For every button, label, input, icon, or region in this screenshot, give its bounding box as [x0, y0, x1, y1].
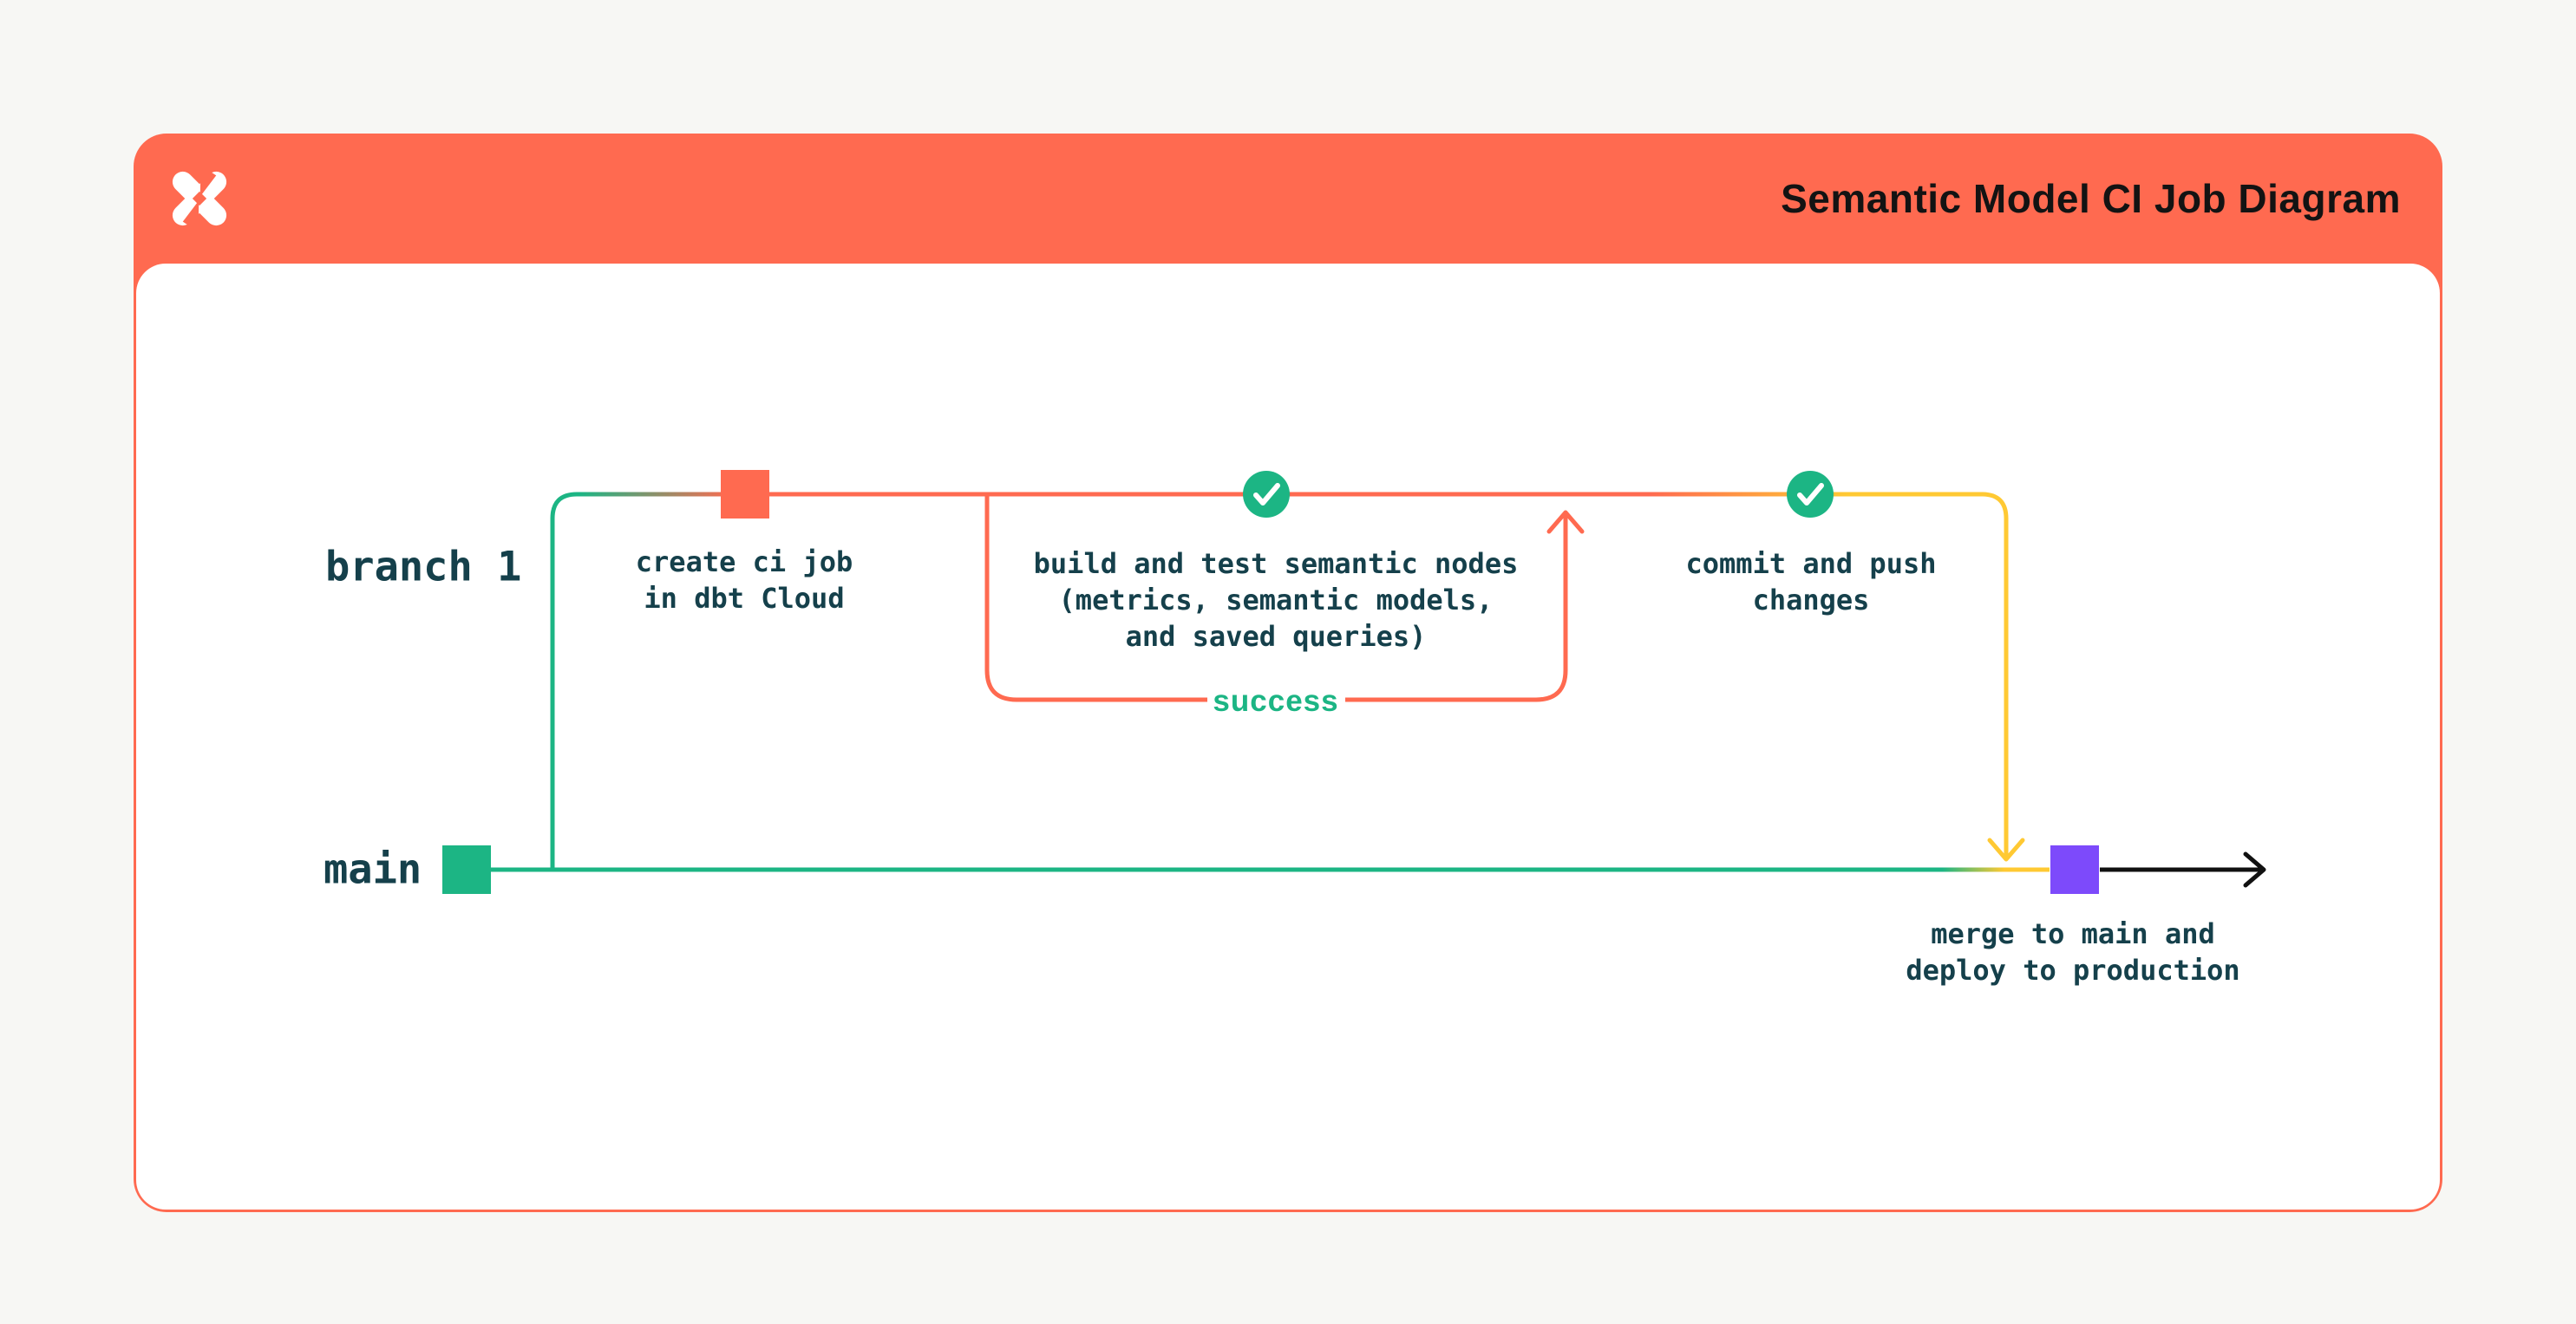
card-header: Semantic Model CI Job Diagram: [134, 134, 2442, 264]
diagram-card-body: [136, 264, 2440, 1210]
node-label-merge-deploy: merge to main and deploy to production: [1906, 917, 2240, 987]
page-title: Semantic Model CI Job Diagram: [1781, 176, 2401, 221]
branch-lane-label: branch 1: [325, 543, 522, 591]
dbt-logo-icon: [172, 166, 227, 231]
node-label-create-ci-job: create ci job in dbt Cloud: [635, 545, 853, 615]
node-label-commit-push: commit and push changes: [1685, 547, 1937, 616]
diagram-card: [134, 134, 2442, 1212]
success-loop-label: success: [1213, 684, 1339, 718]
node-label-build-test: build and test semantic nodes (metrics, …: [1033, 547, 1519, 653]
main-lane-label: main: [324, 845, 422, 894]
